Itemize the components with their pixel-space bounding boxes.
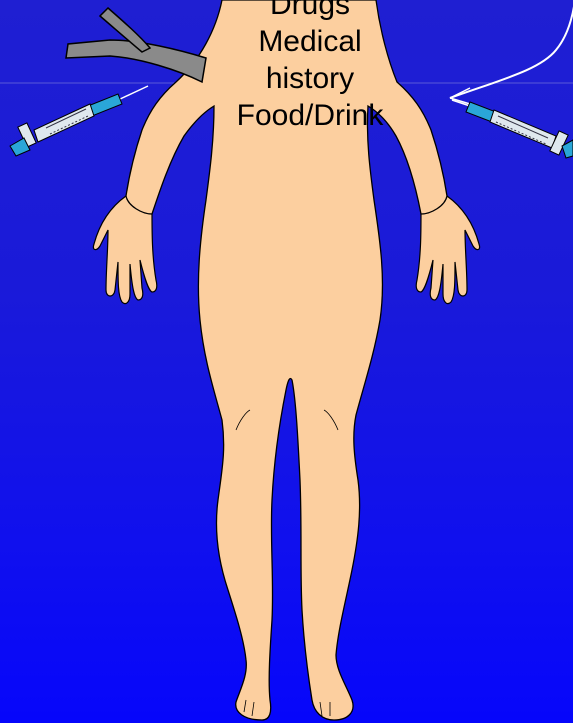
label-food-drink: Food/Drink [180,97,440,134]
iv-line-connector [450,88,470,104]
label-medical: Medical [180,23,440,60]
label-history: history [180,60,440,97]
torso-label-block: Drugs Medical history Food/Drink [180,0,440,134]
syringe-left-icon [10,86,148,156]
syringe-right-icon [452,100,573,158]
label-drugs: Drugs [180,0,440,23]
